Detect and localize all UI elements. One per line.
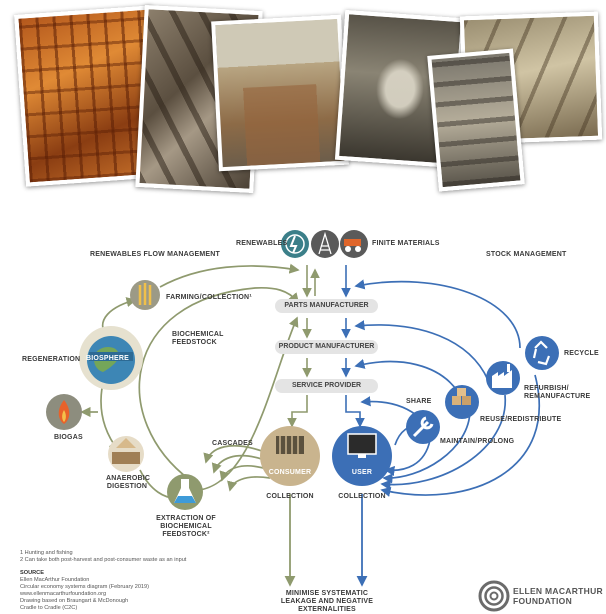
bottom-circles (260, 426, 392, 486)
consumer-label: CONSUMER (268, 469, 312, 476)
left-icons (46, 280, 203, 510)
power-icon (281, 230, 309, 258)
extraction-label-3: FEEDSTOCK² (162, 531, 210, 538)
share-label: SHARE (406, 398, 432, 405)
user-label: USER (351, 469, 373, 476)
biogas-label: BIOGAS (54, 434, 83, 441)
stock-management-header: STOCK MANAGEMENT (486, 251, 567, 258)
source-line-3: www.ellenmacarthurfoundation.org (20, 591, 107, 597)
recycle-icon (525, 336, 559, 370)
central-flows (284, 265, 368, 587)
logo-line-2: FOUNDATION (513, 596, 573, 606)
parts-manufacturer-stage: PARTS MANUFACTURER (275, 299, 378, 313)
extraction-label-2: BIOCHEMICAL (160, 523, 212, 530)
maintain-prolong-label: MAINTAIN/PROLONG (440, 438, 515, 445)
renewables-label: RENEWABLES (236, 240, 288, 247)
service-provider-stage: SERVICE PROVIDER (275, 379, 378, 393)
minimise-label-2: LEAKAGE AND NEGATIVE (280, 598, 374, 605)
footnote-2: 2 Can take both post-harvest and post-co… (20, 557, 187, 563)
farming-collection-label: FARMING/COLLECTION¹ (166, 294, 252, 301)
refurbish-label-2: REMANUFACTURE (524, 393, 591, 400)
source-line-1: Ellen MacArthur Foundation (20, 577, 90, 583)
anaerobic-digestion-label-2: DIGESTION (106, 483, 148, 490)
biosphere-label: BIOSPHERE (86, 355, 130, 362)
oil-rig-icon (311, 230, 339, 258)
source-line-4: Drawing based on Braungart & McDonough (20, 598, 129, 604)
finite-materials-label: FINITE MATERIALS (372, 240, 440, 247)
biochemical-feedstock-label-1: BIOCHEMICAL (172, 331, 224, 338)
minimise-label-3: EXTERNALITIES (298, 606, 356, 613)
reuse-redistribute-label: REUSE/REDISTRIBUTE (480, 416, 562, 423)
collection-right-label: COLLECTION (338, 493, 386, 500)
blue-loops (354, 279, 541, 497)
anaerobic-digestion-label-1: ANAEROBIC (106, 475, 151, 482)
recycle-label: RECYCLE (564, 350, 599, 357)
logo-line-1: ELLEN MACARTHUR (513, 586, 603, 596)
cascades-label: CASCADES (212, 440, 253, 447)
top-icons (281, 230, 368, 258)
refurbish-label-1: REFURBISH/ (524, 385, 569, 392)
right-icons (406, 336, 559, 444)
minimise-label-1: MINIMISE SYSTEMATIC (285, 590, 369, 597)
ellen-macarthur-logo (478, 580, 510, 612)
source-line-5: Cradle to Cradle (C2C) (20, 605, 78, 611)
source-title: SOURCE (20, 570, 44, 576)
extraction-label-1: EXTRACTION OF (156, 515, 216, 522)
regeneration-label: REGENERATION (22, 356, 81, 363)
collection-left-label: COLLECTION (266, 493, 314, 500)
footnote-1: 1 Hunting and fishing (20, 550, 73, 556)
renewables-flow-header: RENEWABLES FLOW MANAGEMENT (90, 251, 221, 258)
product-manufacturer-stage: PRODUCT MANUFACTURER (275, 340, 378, 354)
power-icon (289, 235, 298, 254)
barrels-icon (260, 426, 320, 486)
source-line-2: Circular economy systems diagram (Februa… (20, 584, 150, 590)
biochemical-feedstock-label-2: FEEDSTOCK (172, 339, 217, 346)
